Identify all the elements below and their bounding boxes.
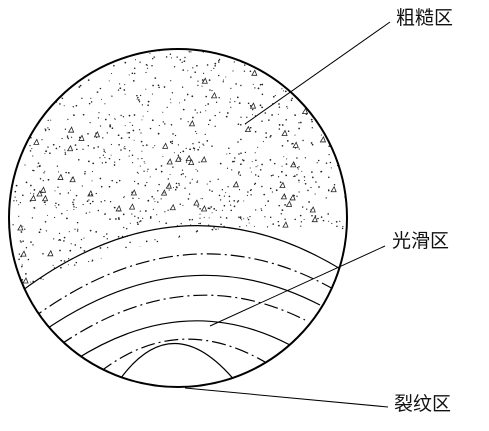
smooth-zone-arcs — [9, 225, 347, 383]
beach-mark-arc-6 — [99, 338, 271, 373]
beach-mark-arc-4 — [59, 294, 306, 346]
label-rough-zone: 粗糙区 — [396, 7, 454, 29]
leader-smooth — [209, 245, 386, 327]
beach-mark-arc-3 — [44, 274, 321, 331]
specimen-outline — [8, 48, 348, 388]
rough-zone-stipple — [9, 49, 347, 300]
leader-crack — [184, 387, 389, 408]
label-crack-zone: 裂纹区 — [394, 393, 452, 415]
crack-origin-arc — [117, 343, 237, 383]
leader-rough — [244, 21, 391, 125]
beach-mark-arc-2 — [29, 253, 336, 321]
beach-mark-arc-1 — [9, 225, 347, 301]
label-smooth-zone: 光滑区 — [392, 230, 450, 252]
beach-mark-arc-5 — [74, 320, 291, 361]
